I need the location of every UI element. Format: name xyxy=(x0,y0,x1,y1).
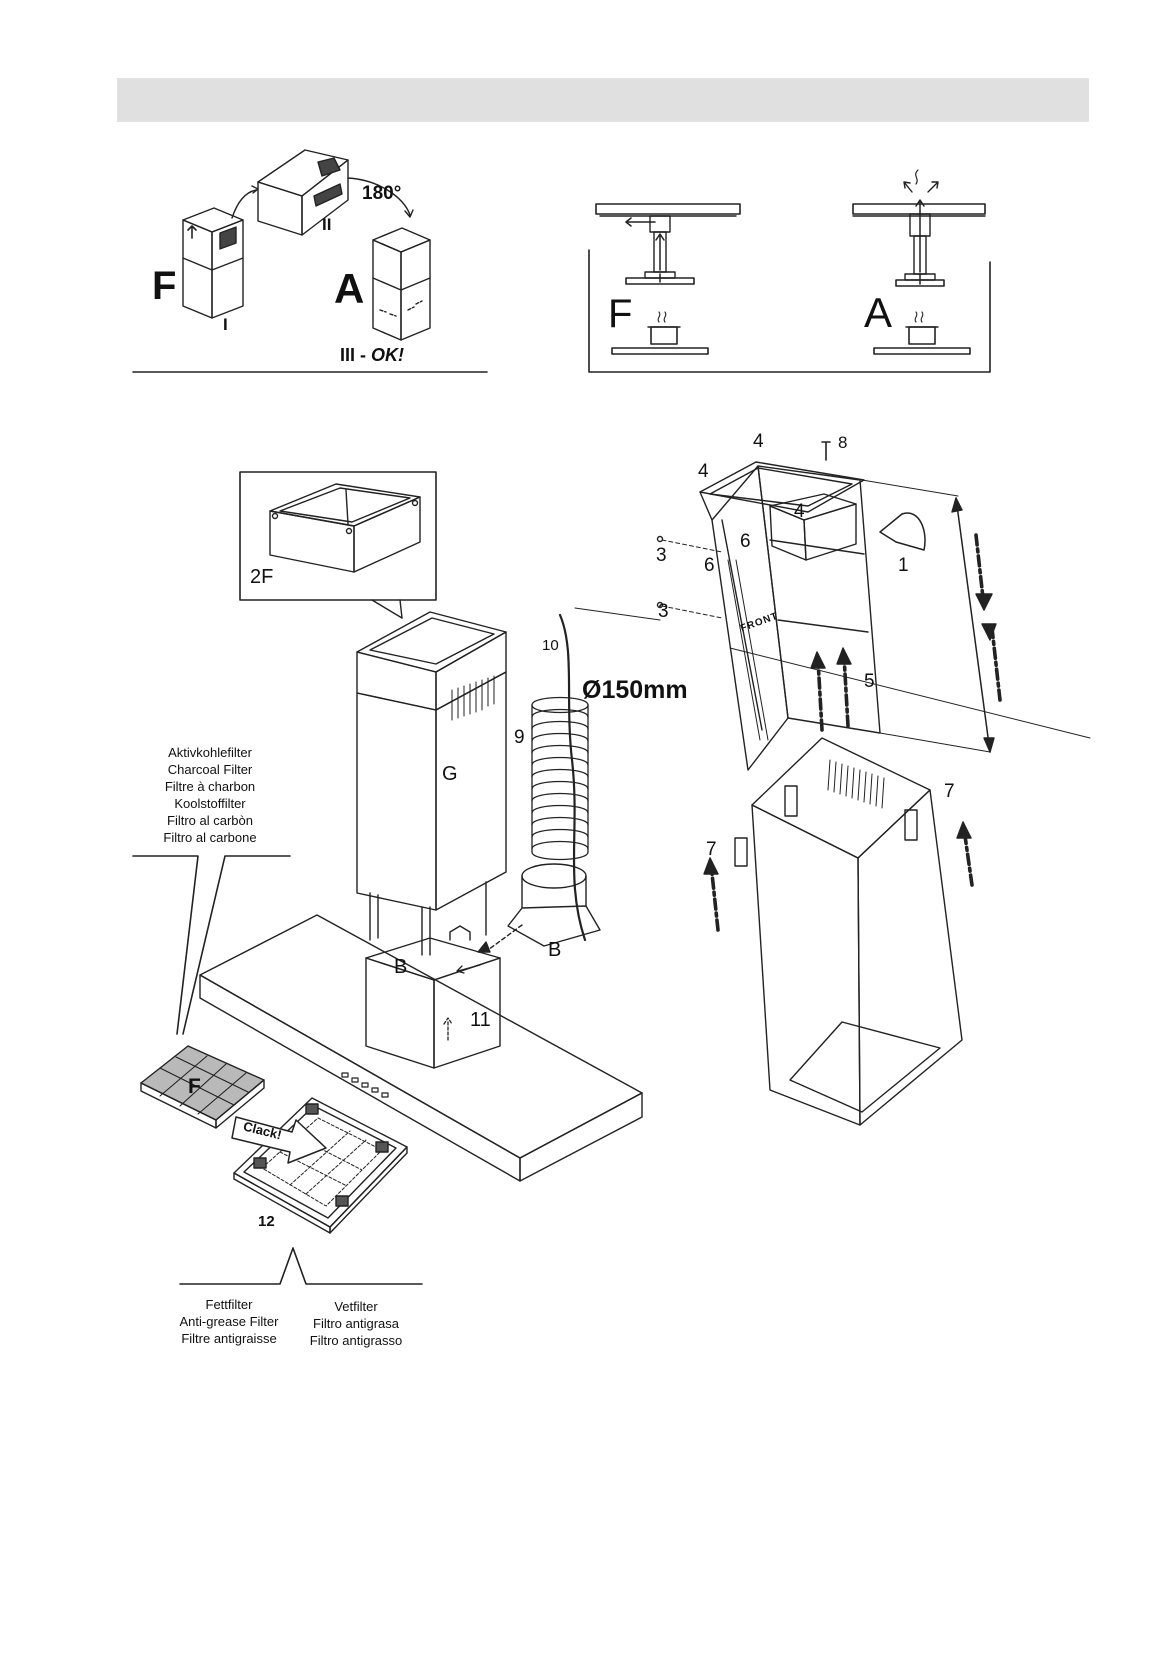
chimney-ii xyxy=(257,149,349,236)
part-7a-label: 7 xyxy=(944,781,955,802)
chimney-i xyxy=(182,207,244,319)
part-4c-label: 4 xyxy=(794,501,805,522)
charcoal-name-2: Filtre à charbon xyxy=(164,779,256,794)
part-4a-label: 4 xyxy=(753,431,764,452)
label-i: I xyxy=(223,315,228,334)
part-3b-label: 3 xyxy=(658,601,669,622)
grease-name-right-1: Filtro antigrasa xyxy=(313,1316,399,1331)
charcoal-filter-tile xyxy=(140,1045,265,1129)
charcoal-filter-names: Aktivkohlefilter Charcoal Filter Filtre … xyxy=(140,744,280,846)
part-6a-label: 6 xyxy=(740,531,751,552)
label-b-right: B xyxy=(548,939,562,961)
part-3a-label: 3 xyxy=(656,545,667,566)
diameter-label: Ø150mm xyxy=(582,676,688,704)
rotation-label: 180° xyxy=(362,183,402,204)
grease-name-left-1: Anti-grease Filter xyxy=(179,1314,279,1329)
grease-name-left-0: Fettfilter xyxy=(205,1297,253,1312)
label-ii: II xyxy=(322,215,332,234)
charcoal-name-0: Aktivkohlefilter xyxy=(168,745,252,760)
grease-filter-names-right: Vetfilter Filtro antigrasa Filtro antigr… xyxy=(296,1298,416,1349)
grease-name-right-2: Filtro antigrasso xyxy=(309,1333,403,1348)
part-8-label: 8 xyxy=(838,433,848,452)
label-g: G xyxy=(442,763,458,785)
charcoal-name-5: Filtro al carbone xyxy=(163,830,257,845)
label-a-top-left: A xyxy=(334,265,365,312)
label-a-top-right: A xyxy=(864,289,893,336)
header-bar xyxy=(117,78,1089,122)
label-12: 12 xyxy=(258,1213,275,1230)
label-b-left: B xyxy=(394,956,408,978)
part-1-label: 1 xyxy=(898,555,909,576)
part-7b-label: 7 xyxy=(706,839,717,860)
label-2f: 2F xyxy=(250,566,274,588)
right-assembly xyxy=(574,441,1091,1126)
inset-2f-frame xyxy=(269,483,421,573)
grease-name-right-0: Vetfilter xyxy=(334,1299,378,1314)
label-f-top-left: F xyxy=(152,264,177,308)
left-assembly xyxy=(132,471,643,1285)
label-10: 10 xyxy=(542,637,559,654)
grease-filter-names-left: Fettfilter Anti-grease Filter Filtre ant… xyxy=(164,1296,294,1347)
part-5-label: 5 xyxy=(864,671,875,692)
label-9: 9 xyxy=(514,727,525,748)
part-6b-label: 6 xyxy=(704,555,715,576)
top-right-panel xyxy=(588,169,991,373)
charcoal-name-3: Koolstoffilter xyxy=(174,796,246,811)
label-11: 11 xyxy=(470,1009,491,1031)
charcoal-name-4: Filtro al carbòn xyxy=(167,813,253,828)
top-left-panel xyxy=(132,149,488,373)
charcoal-name-1: Charcoal Filter xyxy=(167,762,253,777)
chimney-iii xyxy=(372,227,431,341)
grease-name-left-2: Filtre antigraisse xyxy=(181,1331,277,1346)
part-4b-label: 4 xyxy=(698,461,709,482)
step-iii-label: III - OK! xyxy=(340,345,405,365)
label-f-top-right: F xyxy=(608,292,633,336)
filter-f-label: F xyxy=(188,1075,201,1098)
